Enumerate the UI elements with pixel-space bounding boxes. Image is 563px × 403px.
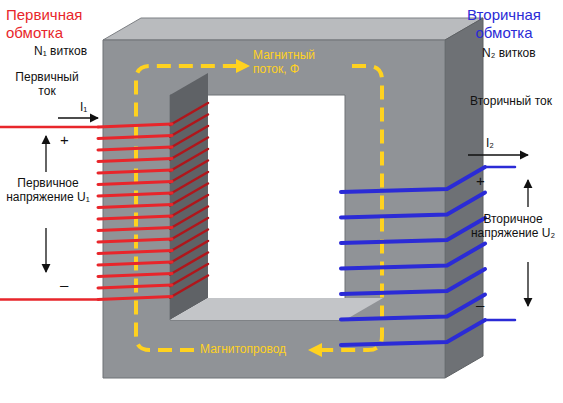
core-inner-bottom-face [170, 298, 383, 320]
voltage-arrow [527, 262, 528, 306]
secondary-turn [341, 167, 485, 192]
flux-arrowhead [308, 343, 322, 357]
core-front-face [103, 40, 445, 378]
voltage-arrow [45, 228, 46, 272]
primary-turn [98, 205, 172, 208]
primary-turn [98, 251, 172, 254]
flux-path [322, 66, 382, 350]
primary-turn-inner [170, 253, 208, 275]
primary-turn-inner [170, 264, 208, 286]
primary-turn-inner [170, 184, 208, 206]
primary-turn-inner [170, 149, 208, 171]
polarity-sign: – [476, 296, 484, 314]
primary-turn-inner [170, 172, 208, 194]
current-label: Вторичный ток [470, 94, 552, 108]
winding-title: Вторичная обмотка [448, 6, 560, 42]
secondary-turn [341, 295, 485, 320]
flux-label: Магнитный поток, Φ [253, 48, 349, 77]
flux-arrowhead [236, 59, 250, 73]
primary-turn-inner [170, 195, 208, 217]
turns-count: N₂ витков [482, 46, 536, 60]
core-top-face [103, 18, 483, 40]
secondary-lead [485, 166, 515, 169]
voltage-arrow [527, 180, 528, 207]
primary-turn-inner [170, 115, 208, 137]
primary-turn-inner [170, 276, 208, 298]
polarity-sign: + [476, 172, 485, 190]
current-arrow [58, 117, 98, 118]
windings [0, 103, 515, 345]
secondary-turn [341, 244, 485, 269]
primary-turn-inner [170, 207, 208, 229]
primary-turn-inner [170, 103, 208, 125]
primary-turn [98, 124, 172, 127]
voltage-label: Вторичное напряжение U₂ [466, 212, 560, 241]
primary-turn-inner [170, 161, 208, 183]
flux-path [136, 66, 236, 350]
voltage-label: Первичное напряжение U₁ [4, 176, 92, 205]
primary-turn [98, 182, 172, 185]
primary-turn-inner [170, 230, 208, 252]
primary-turn [98, 297, 172, 300]
winding-title: Первичная обмотка [6, 6, 116, 42]
magnetic-core: Магнитный поток, Φ Магнитопровод [103, 40, 445, 378]
turns-count: N₁ витков [34, 44, 87, 58]
primary-turn-inner [170, 138, 208, 160]
secondary-turn [341, 269, 485, 294]
secondary-turn [341, 193, 485, 218]
primary-turn [98, 285, 172, 288]
secondary-turn [341, 320, 485, 345]
polarity-sign: + [60, 131, 69, 149]
current-symbol: I₁ [80, 100, 87, 114]
secondary-lead [485, 319, 515, 322]
primary-turn-inner [170, 126, 208, 148]
current-symbol: I₂ [486, 136, 494, 150]
secondary-turn [341, 218, 485, 243]
current-arrow [468, 154, 528, 155]
primary-turn [98, 147, 172, 150]
primary-turn [98, 228, 172, 231]
primary-turn-inner [170, 218, 208, 240]
core-inner-left-face [170, 73, 208, 320]
primary-turn [98, 136, 172, 139]
polarity-sign: – [60, 276, 68, 294]
primary-turn [98, 274, 172, 277]
primary-lead [0, 126, 98, 129]
primary-turn [98, 239, 172, 242]
current-label: Первичный ток [10, 70, 84, 99]
voltage-arrow [45, 136, 46, 172]
primary-turn [98, 159, 172, 162]
primary-turn [98, 216, 172, 219]
primary-turn [98, 262, 172, 265]
primary-lead [0, 298, 98, 301]
primary-turn [98, 193, 172, 196]
core-label: Магнитопровод [200, 342, 286, 356]
primary-turn-inner [170, 241, 208, 263]
primary-turn [98, 170, 172, 173]
